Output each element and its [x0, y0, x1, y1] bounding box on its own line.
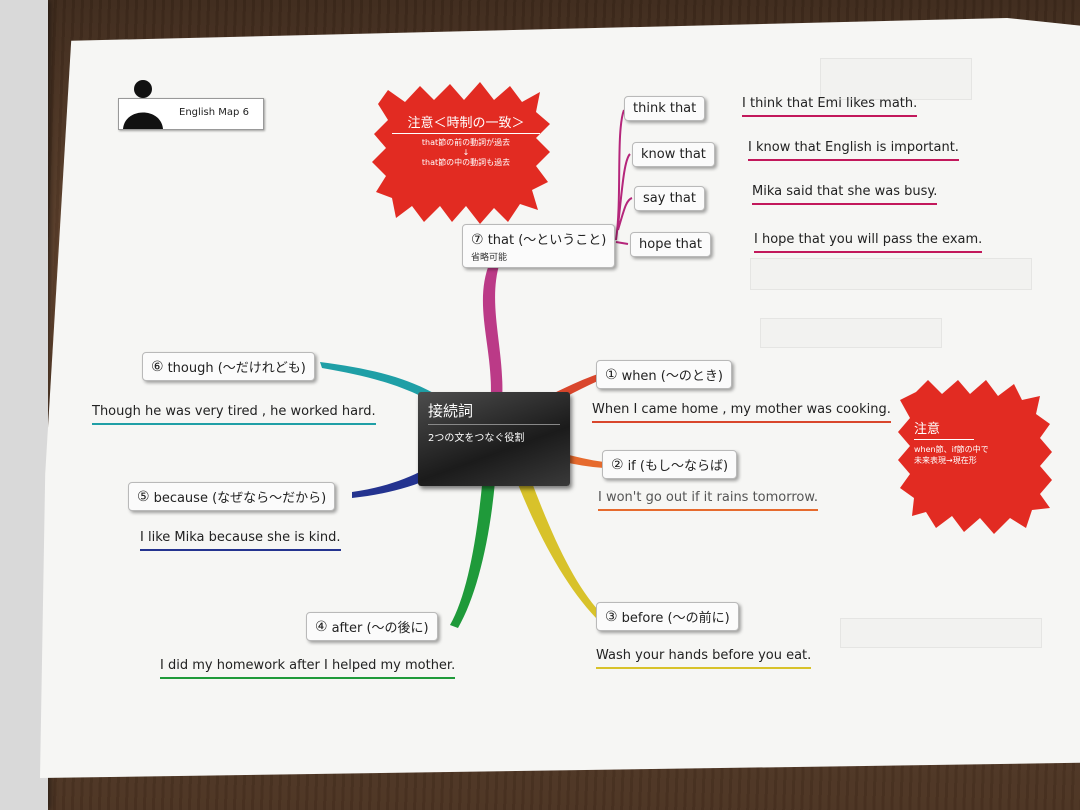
node-that: ⑦ that (〜ということ) 省略可能: [462, 224, 616, 268]
node-sub-label: 省略可能: [471, 253, 508, 263]
node-label: if (もし〜ならば): [627, 459, 729, 474]
node-label: though (〜だけれども): [167, 361, 306, 376]
node-number: ③: [605, 608, 618, 625]
bleed-through-box: [750, 258, 1032, 290]
caution-right-line1: when節、if節の中で: [914, 445, 989, 454]
node-number: ⑤: [137, 488, 150, 505]
branch-after: [450, 450, 497, 628]
that-example: I know that English is important.: [748, 140, 959, 161]
that-connector: [617, 197, 633, 231]
that-verb-node: hope that: [630, 232, 711, 257]
person-silhouette-icon: [123, 80, 163, 129]
example-when: When I came home , my mother was cooking…: [592, 402, 891, 423]
caution-right-title: 注意: [914, 418, 974, 440]
branch-that: [482, 262, 503, 420]
that-connector: [617, 153, 631, 227]
verb-label: know that: [641, 147, 706, 162]
node-number: ⑥: [151, 358, 164, 375]
that-example: Mika said that she was busy.: [752, 184, 938, 205]
example-though: Though he was very tired , he worked har…: [92, 404, 376, 425]
caution-burst-right: [898, 380, 1052, 534]
that-verb-node: know that: [632, 142, 715, 167]
node-label: before (〜の前に): [621, 611, 730, 626]
caution-top-line2: that節の中の動詞も過去: [421, 158, 511, 167]
that-example: I think that Emi likes math.: [742, 96, 918, 117]
node-number: ④: [315, 618, 328, 635]
verb-label: say that: [643, 191, 696, 206]
bleed-through-box: [820, 58, 972, 100]
caution-top-line1: that節の前の動詞が過去: [421, 138, 511, 147]
caution-top-title: 注意＜時制の一致＞: [392, 112, 540, 134]
example-if: I won't go out if it rains tomorrow.: [598, 490, 818, 511]
caution-burst-top: [372, 82, 550, 224]
central-topic: 接続詞 2つの文をつなぐ役割: [418, 392, 570, 486]
example-because: I like Mika because she is kind.: [140, 530, 341, 551]
that-connector: [615, 241, 629, 245]
node-label: because (なぜなら〜だから): [153, 491, 327, 506]
that-example: I hope that you will pass the exam.: [754, 232, 983, 253]
central-title: 接続詞: [428, 400, 560, 425]
central-subtitle: 2つの文をつなぐ役割: [428, 433, 525, 444]
verb-label: hope that: [639, 237, 702, 252]
node-number: ①: [605, 366, 618, 383]
node-label: after (〜の後に): [331, 621, 429, 636]
badge-label: English Map 6: [179, 107, 249, 118]
caution-right-line2: 未来表現→現在形: [914, 456, 977, 465]
branch-though: [320, 362, 460, 420]
node-number: ②: [611, 456, 624, 473]
that-verb-node: say that: [634, 186, 705, 211]
branch-before: [505, 450, 600, 618]
title-badge: English Map 6: [118, 80, 264, 130]
that-verb-node: think that: [624, 96, 706, 121]
node-label: that (〜ということ): [487, 233, 607, 248]
bleed-through-box: [840, 618, 1042, 648]
under-sheet: [0, 0, 48, 810]
verb-label: think that: [633, 101, 697, 116]
example-after: I did my homework after I helped my moth…: [160, 658, 456, 679]
node-number: ⑦: [471, 232, 484, 248]
example-before: Wash your hands before you eat.: [596, 648, 812, 669]
node-label: when (〜のとき): [621, 369, 723, 384]
bleed-through-box: [760, 318, 942, 348]
caution-top-arrow: ↓: [462, 148, 470, 157]
